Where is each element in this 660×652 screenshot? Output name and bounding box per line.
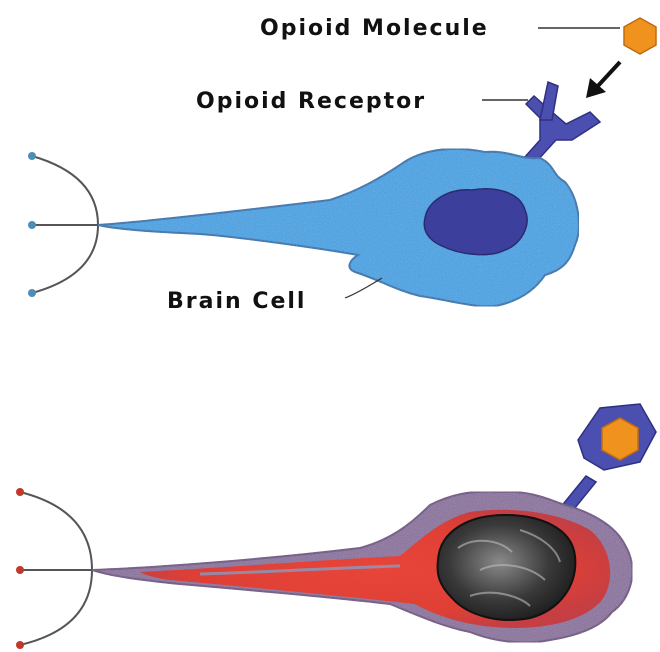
dendrite-node (16, 488, 24, 496)
dendrite-node (16, 566, 24, 574)
affected-neuron (16, 404, 656, 649)
hexagon-icon (602, 418, 638, 460)
nucleus-healthy (424, 189, 527, 255)
healthy-neuron (28, 82, 600, 306)
opioid-molecule-top (538, 18, 656, 54)
dendrite-node (28, 152, 36, 160)
opioid-receptor-label: Opioid Receptor (196, 89, 426, 114)
opioid-molecule-label: Opioid Molecule (260, 16, 489, 41)
hexagon-icon (624, 18, 656, 54)
dendrite-node (16, 641, 24, 649)
brain-cell-label: Brain Cell (167, 289, 306, 314)
dendrite-node (28, 289, 36, 297)
nucleus-affected (438, 515, 576, 620)
arrow-down-left-icon (586, 62, 620, 98)
dendrite-arc-bottom (20, 492, 92, 645)
dendrite-node (28, 221, 36, 229)
opioid-receptor-icon (524, 96, 600, 162)
